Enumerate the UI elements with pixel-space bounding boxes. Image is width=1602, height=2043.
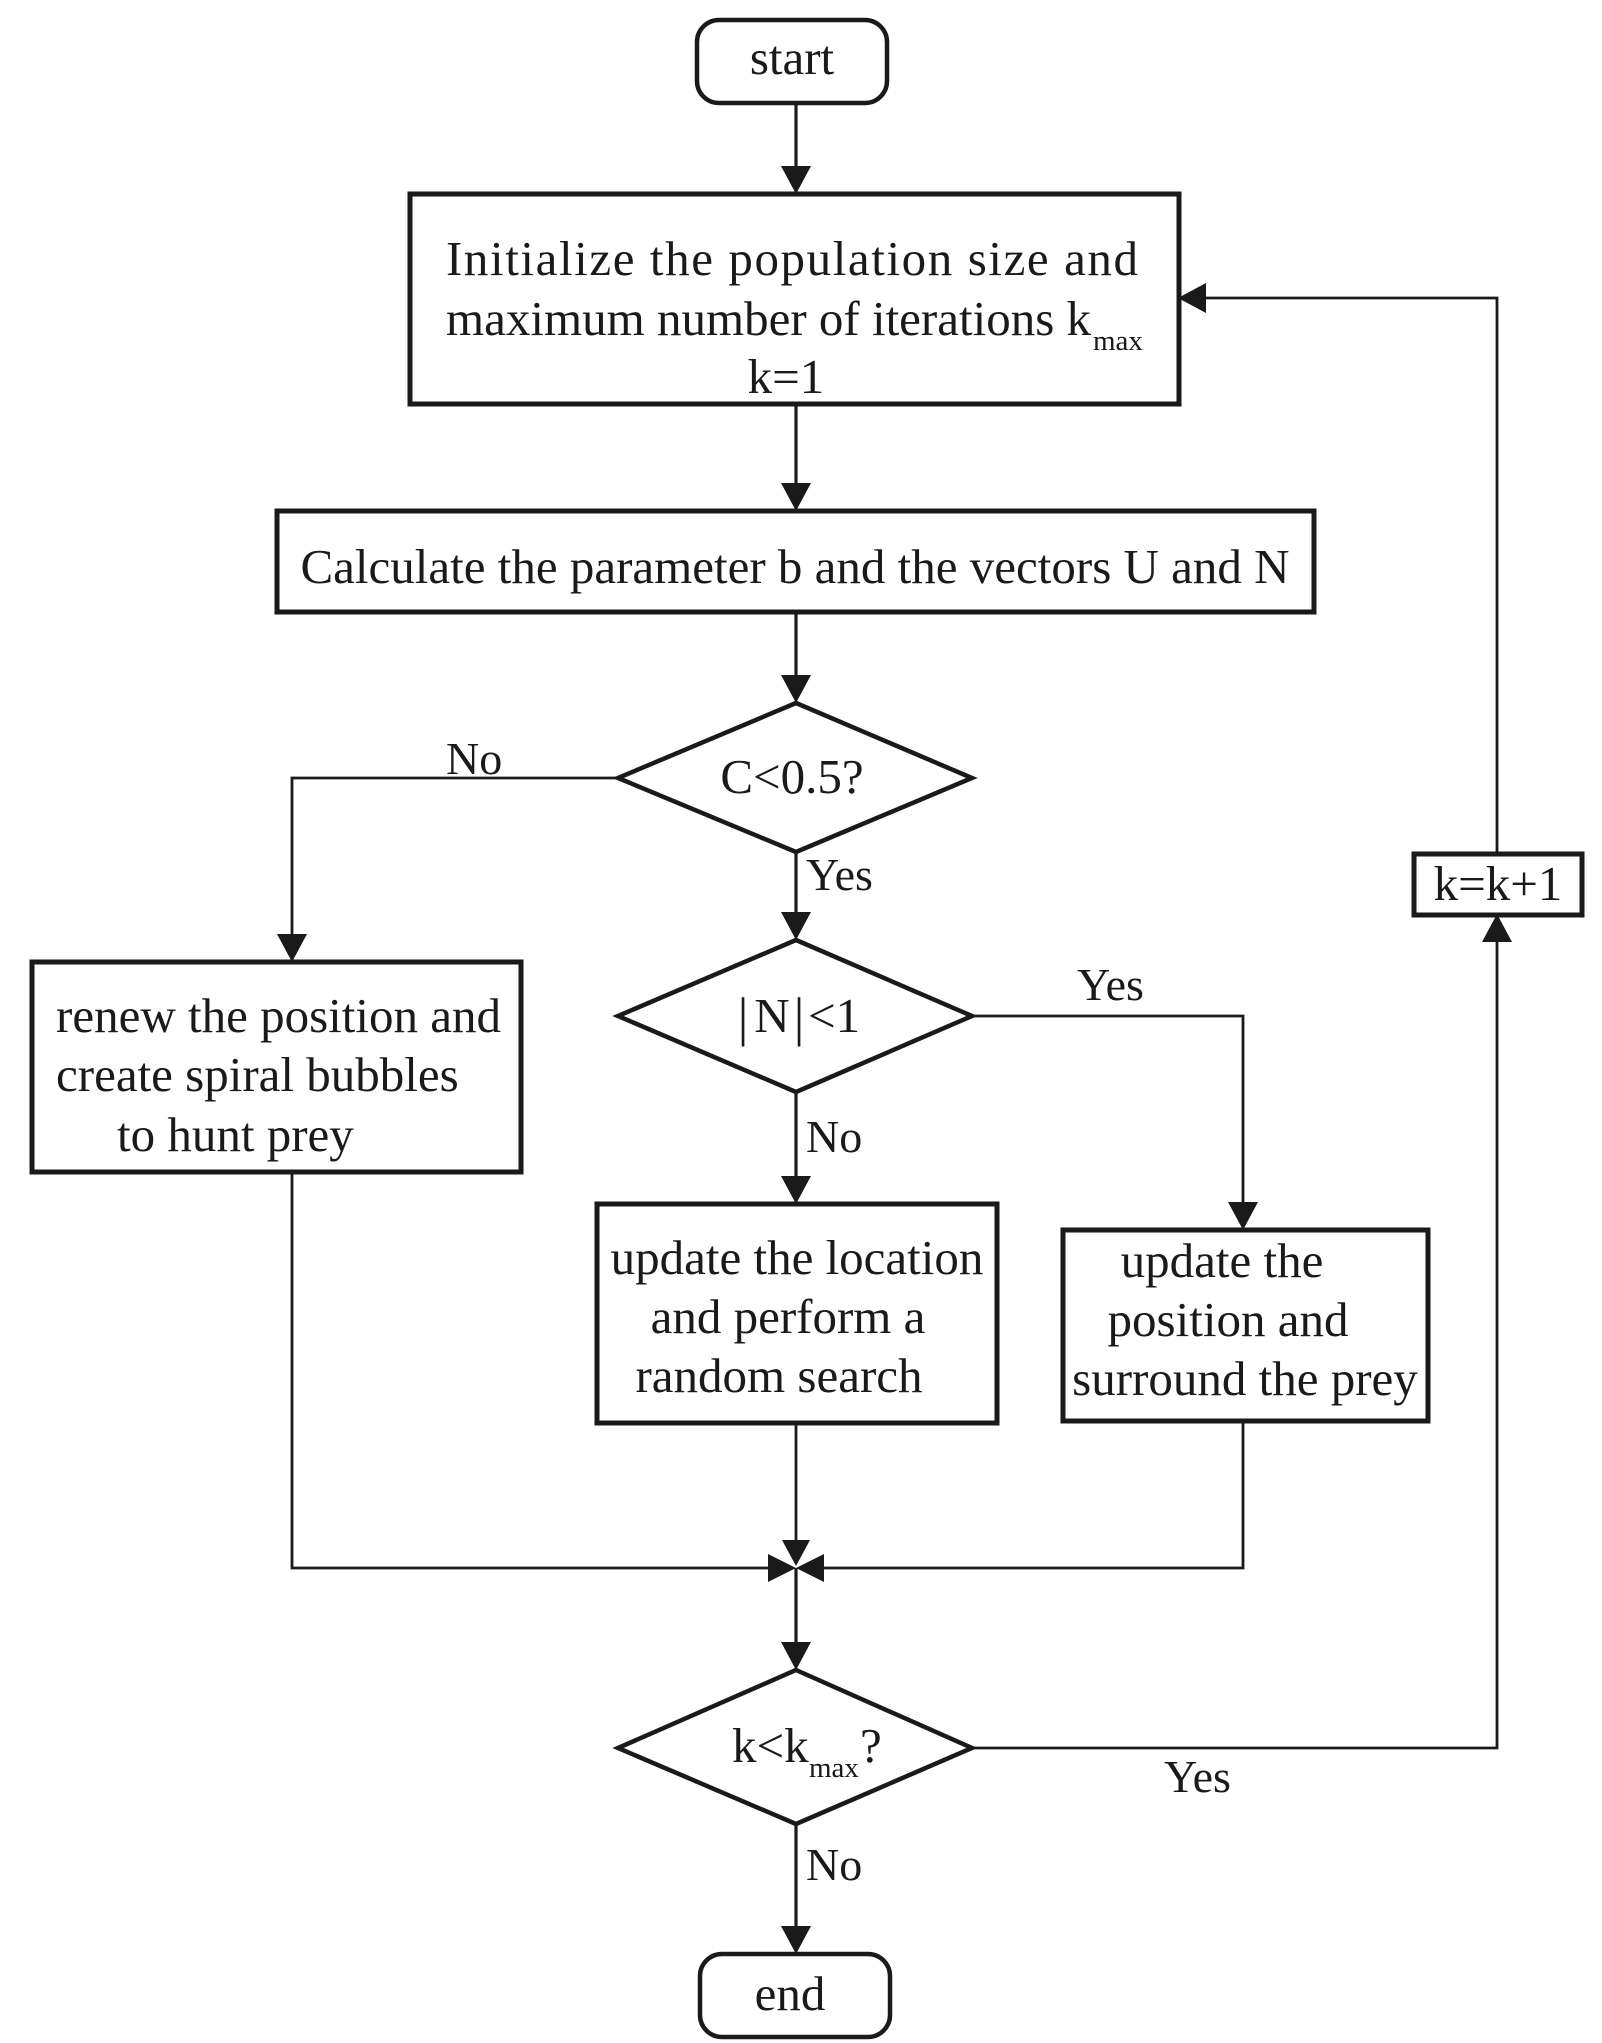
- initialize-line-3: k=1: [748, 349, 825, 404]
- start-terminator-shape: [694, 17, 890, 106]
- arrowhead-update-position-top: [1228, 1202, 1258, 1230]
- decision-k-diamond-shape: [612, 1667, 978, 1827]
- renew-line-2: create spiral bubbles: [56, 1047, 459, 1102]
- arrowhead-merge-left: [768, 1554, 796, 1582]
- node-initialize: Initialize the population size and maxim…: [407, 191, 1182, 407]
- decision-k-prefix: k<k: [732, 1718, 809, 1773]
- decision-n-bar-left: |: [738, 987, 749, 1047]
- increment-box-shape: [1411, 851, 1585, 918]
- initialize-kmax-subscript: max: [1093, 325, 1143, 357]
- start-label: start: [750, 30, 835, 85]
- end-terminator-shape: [697, 1951, 893, 2040]
- update-position-box-shape: [1060, 1227, 1431, 1424]
- end-label: end: [755, 1966, 826, 2021]
- renew-line-3: to hunt prey: [117, 1107, 354, 1162]
- label-decision-k-yes: Yes: [1164, 1751, 1231, 1802]
- node-increment: k=k+1: [1411, 851, 1585, 918]
- edges: [277, 104, 1512, 1954]
- update-location-line-3: random search: [635, 1348, 922, 1403]
- initialize-line-1: Initialize the population size and: [446, 231, 1138, 286]
- edge-update-position-to-merge: [822, 1422, 1245, 1570]
- decision-k-suffix: ?: [860, 1718, 882, 1773]
- node-decision-n: | N | <1: [612, 937, 978, 1095]
- node-renew-position: renew the position and create spiral bub…: [29, 959, 524, 1175]
- node-decision-c: C<0.5?: [612, 700, 978, 855]
- node-end: end: [697, 1951, 893, 2040]
- node-update-position: update the position and surround the pre…: [1060, 1227, 1431, 1424]
- arrowhead-increment-bottom: [1482, 914, 1512, 942]
- arrowhead-calc-top: [781, 483, 811, 511]
- edge-labels: No Yes Yes No Yes No: [446, 733, 1231, 1890]
- edge-increment-to-init: [1204, 296, 1499, 854]
- arrowhead-merge-top: [782, 1540, 810, 1566]
- arrowhead-init-top: [781, 166, 811, 194]
- decision-n-variable: N: [754, 988, 789, 1043]
- arrowhead-end-top: [781, 1926, 811, 1954]
- renew-box-shape: [29, 959, 524, 1175]
- arrowhead-update-location-top: [781, 1176, 811, 1204]
- edge-renew-to-merge: [290, 1172, 770, 1570]
- update-position-line-3: surround the prey: [1072, 1351, 1418, 1406]
- decision-c-diamond-shape: [612, 700, 978, 855]
- arrowhead-init-right: [1178, 283, 1206, 313]
- edge-decision-c-no-to-renew: [290, 776, 618, 938]
- decision-n-bar-right: |: [794, 987, 805, 1047]
- increment-label: k=k+1: [1434, 856, 1563, 911]
- node-start: start: [694, 17, 890, 106]
- edge-decision-n-yes-to-update-position: [972, 1014, 1245, 1206]
- decision-c-label: C<0.5?: [720, 749, 863, 804]
- node-calculate: Calculate the parameter b and the vector…: [274, 508, 1317, 615]
- node-decision-k: k<k max ?: [612, 1667, 978, 1827]
- update-location-box-shape: [594, 1201, 1000, 1426]
- renew-line-1: renew the position and: [56, 988, 501, 1043]
- update-location-line-2: and perform a: [651, 1289, 926, 1344]
- label-decision-n-no: No: [806, 1111, 862, 1162]
- initialize-line-2: maximum number of iterations k: [446, 291, 1092, 346]
- node-update-location: update the location and perform a random…: [594, 1201, 1000, 1426]
- arrowhead-decision-c-top: [781, 675, 811, 703]
- arrowhead-decision-k-top: [781, 1642, 811, 1670]
- decision-n-rest: <1: [808, 988, 860, 1043]
- calculate-label: Calculate the parameter b and the vector…: [300, 539, 1289, 594]
- initialize-box-shape: [407, 191, 1182, 407]
- decision-k-kmax-subscript: max: [809, 1752, 859, 1784]
- label-decision-c-no: No: [446, 733, 502, 784]
- update-position-line-1: update the: [1121, 1233, 1324, 1288]
- decision-n-diamond-shape: [612, 937, 978, 1095]
- label-decision-n-yes: Yes: [1077, 959, 1144, 1010]
- arrowhead-decision-n-top: [781, 912, 811, 940]
- edge-decision-k-yes-to-increment: [972, 942, 1499, 1750]
- arrowhead-merge-right: [796, 1554, 824, 1582]
- label-decision-k-no: No: [806, 1839, 862, 1890]
- calculate-box-shape: [274, 508, 1317, 615]
- update-position-line-2: position and: [1108, 1292, 1349, 1347]
- label-decision-c-yes: Yes: [806, 849, 873, 900]
- update-location-line-1: update the location: [611, 1230, 984, 1285]
- arrowhead-renew-top: [277, 934, 307, 962]
